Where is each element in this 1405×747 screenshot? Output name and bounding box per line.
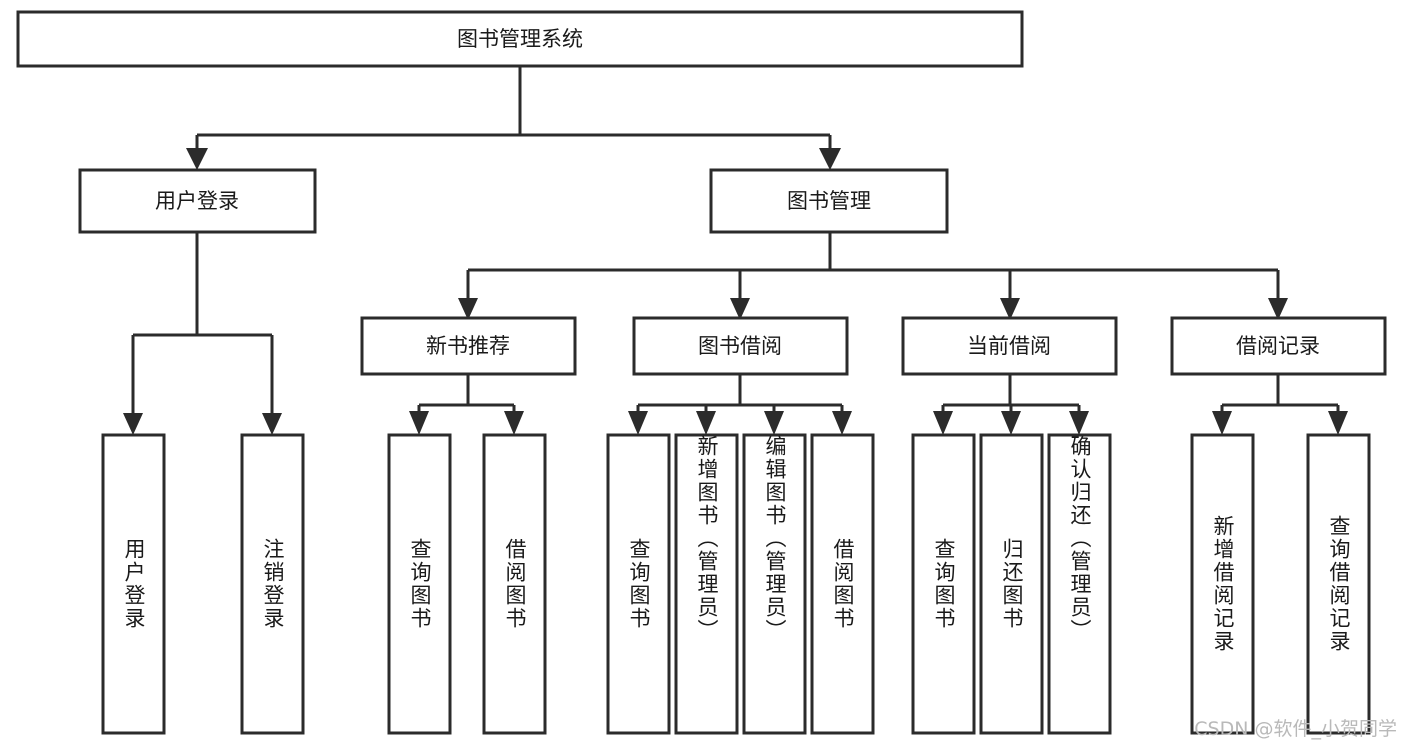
arrowhead-leaf-borrow-record-1 [1212,411,1232,435]
node-root[interactable]: 图书管理系统 [16,10,1024,68]
node-borrow-record-label: 借阅记录 [1236,334,1320,358]
arrowhead-leaf-current-borrow-3 [1069,411,1089,435]
leaf-box-book-borrow-2[interactable] [674,433,739,735]
leaf-box-current-borrow-1[interactable] [911,433,976,735]
node-book-borrow-box[interactable] [632,316,849,376]
node-current-borrow-label: 当前借阅 [967,334,1051,358]
leaf-box-user-login-1[interactable] [101,433,166,735]
leaf-box-book-borrow-1[interactable] [606,433,671,735]
node-book-mgmt[interactable]: 图书管理 [709,168,949,234]
connector-group-current-borrow [933,374,1089,435]
leaf-box-new-book-2[interactable] [482,433,547,735]
node-new-book-recommend[interactable]: 新书推荐 [360,316,577,376]
node-current-borrow-box[interactable] [901,316,1118,376]
arrowhead-book-borrow [730,298,750,320]
arrowhead-leaf-book-borrow-1 [628,411,648,435]
arrowhead-leaf-current-borrow-2 [1001,411,1021,435]
connector-group-borrow-record [1212,374,1348,435]
arrowhead-leaf-book-borrow-3 [764,411,784,435]
node-book-borrow[interactable]: 图书借阅 [632,316,849,376]
node-new-book-recommend-box[interactable] [360,316,577,376]
arrowhead-leaf-user-login-2 [262,413,282,435]
leaf-box-borrow-record-1[interactable] [1190,433,1255,735]
arrowhead-leaf-borrow-record-2 [1328,411,1348,435]
connector-group-root [186,66,841,170]
node-user-login-box[interactable] [78,168,317,234]
arrowhead-leaf-new-book-2 [504,411,524,435]
arrowhead-leaf-book-borrow-4 [832,411,852,435]
arrowhead-borrow-record [1268,298,1288,320]
connector-group-user-login [123,232,282,435]
leaf-box-current-borrow-3[interactable] [1047,433,1112,735]
arrowhead-leaf-user-login-1 [123,413,143,435]
node-root-label: 图书管理系统 [457,27,583,51]
leaf-group-book-borrow [606,433,875,735]
arrowhead-current-borrow [1000,298,1020,320]
leaf-box-user-login-2[interactable] [240,433,305,735]
leaf-group-borrow-record [1190,433,1371,735]
leaf-group-current-borrow [911,433,1112,735]
leaf-box-current-borrow-2[interactable] [979,433,1044,735]
node-borrow-record-box[interactable] [1170,316,1387,376]
connector-group-new-book [409,374,524,435]
leaf-box-book-borrow-3[interactable] [742,433,807,735]
leaf-group-user-login [101,433,305,735]
node-root-box[interactable] [16,10,1024,68]
arrowhead-leaf-book-borrow-2 [696,411,716,435]
node-book-mgmt-box[interactable] [709,168,949,234]
arrowhead-new-book [458,298,478,320]
connector-group-book-borrow [628,374,852,435]
node-book-borrow-label: 图书借阅 [698,334,782,358]
leaf-box-book-borrow-4[interactable] [810,433,875,735]
node-borrow-record[interactable]: 借阅记录 [1170,316,1387,376]
node-user-login[interactable]: 用户登录 [78,168,317,234]
node-book-mgmt-label: 图书管理 [787,189,871,213]
arrowhead-leaf-new-book-1 [409,411,429,435]
connector-group-book-mgmt [458,232,1288,320]
leaf-group-new-book-recommend [387,433,547,735]
node-current-borrow[interactable]: 当前借阅 [901,316,1118,376]
node-user-login-label: 用户登录 [155,189,239,213]
arrowhead-user-login [186,148,208,170]
leaf-box-new-book-1[interactable] [387,433,452,735]
leaf-box-borrow-record-2[interactable] [1306,433,1371,735]
arrowhead-book-mgmt [819,148,841,170]
arrowhead-leaf-current-borrow-1 [933,411,953,435]
node-new-book-recommend-label: 新书推荐 [426,334,510,358]
